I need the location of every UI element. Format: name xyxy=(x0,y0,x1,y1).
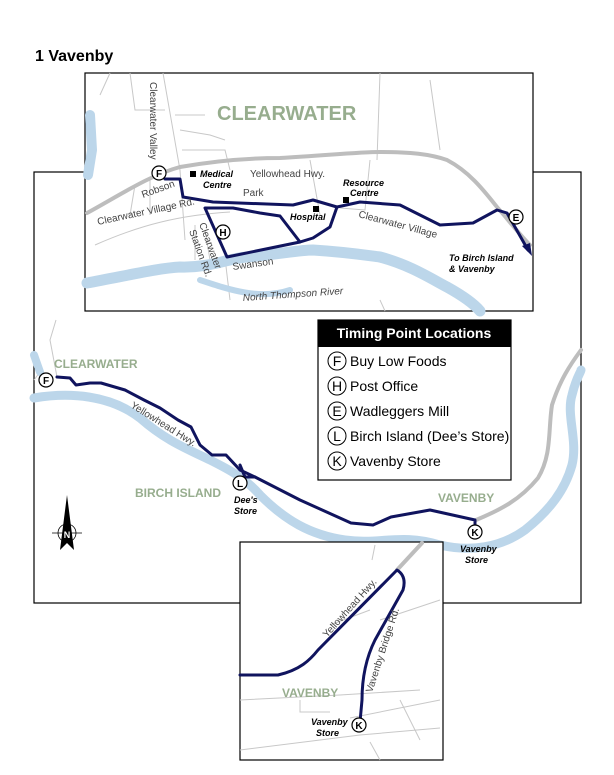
legend-title: Timing Point Locations xyxy=(337,325,492,341)
bus-route-inset xyxy=(163,177,530,252)
legend-item-f: F Buy Low Foods xyxy=(327,351,447,371)
direction-arrow-icon xyxy=(522,243,532,256)
svg-text:E: E xyxy=(513,213,520,224)
stop-label-dees-2: Store xyxy=(234,506,257,516)
stop-label-dees-1: Dee's xyxy=(234,495,258,505)
timing-point-f-main: F xyxy=(38,372,54,388)
svg-text:N: N xyxy=(64,530,71,540)
svg-text:K: K xyxy=(471,528,479,539)
vavenby-inset: VAVENBY Yellowhead Hwy. Vavenby Bridge R… xyxy=(238,541,444,761)
legend-item-k: K Vavenby Store xyxy=(327,451,441,471)
svg-text:F: F xyxy=(43,376,49,387)
stop-label-vavenby-1: Vavenby xyxy=(460,544,498,554)
landmark-medical-1: Medical xyxy=(200,169,234,179)
north-arrow-icon: N xyxy=(52,495,82,550)
street-clearwater-valley: Clearwater Valley xyxy=(147,82,158,160)
bus-route-main xyxy=(55,375,477,534)
svg-text:K: K xyxy=(355,721,363,732)
svg-text:L: L xyxy=(237,479,243,490)
svg-text:Wadleggers Mill: Wadleggers Mill xyxy=(350,403,449,419)
timing-point-k-main: K xyxy=(467,524,483,540)
town-label-vavenby: VAVENBY xyxy=(438,491,494,505)
svg-text:F: F xyxy=(333,353,342,369)
stop-label-vavenby-inset-1: Vavenby xyxy=(311,717,349,727)
town-label-birch-island: BIRCH ISLAND xyxy=(135,486,221,500)
svg-text:Buy Low Foods: Buy Low Foods xyxy=(350,353,447,369)
north-thompson-river xyxy=(29,365,586,553)
stop-label-vavenby-inset-2: Store xyxy=(316,728,339,738)
legend-item-h: H Post Office xyxy=(327,376,418,396)
clearwater-village-rd xyxy=(94,211,231,246)
landmark-resource-2: Centre xyxy=(350,188,379,198)
street-yellowhead: Yellowhead Hwy. xyxy=(250,169,325,180)
bus-route-loop xyxy=(238,463,257,479)
medical-centre-marker xyxy=(190,171,196,177)
river-west xyxy=(83,110,97,180)
timing-point-k-inset: K xyxy=(351,717,367,733)
svg-text:K: K xyxy=(332,453,342,469)
street-park: Park xyxy=(243,188,265,199)
clearwater-inset: CLEARWATER Clearwater Valley Yellowhead … xyxy=(81,72,534,317)
stop-label-vavenby-2: Store xyxy=(465,555,488,565)
svg-text:F: F xyxy=(156,169,162,180)
town-label-clearwater-inset: CLEARWATER xyxy=(217,103,357,125)
resource-centre-marker xyxy=(343,197,349,203)
direction-label-2: & Vavenby xyxy=(449,264,496,274)
landmark-resource-1: Resource xyxy=(343,178,384,188)
highway-east xyxy=(474,348,583,522)
vavenby-inset-frame xyxy=(239,541,444,761)
svg-text:L: L xyxy=(333,428,341,444)
svg-text:Vavenby Store: Vavenby Store xyxy=(350,453,441,469)
svg-text:H: H xyxy=(219,228,226,239)
legend-item-l: L Birch Island (Dee’s Store) xyxy=(327,426,509,446)
bus-route-vavenby xyxy=(238,568,406,724)
direction-label-1: To Birch Island xyxy=(449,253,514,263)
landmark-medical-2: Centre xyxy=(203,180,232,190)
yellowhead-hwy xyxy=(85,149,532,247)
river-channel xyxy=(197,277,293,298)
timing-point-e: E xyxy=(508,209,524,225)
timing-point-f-inset: F xyxy=(151,165,167,181)
highway-north xyxy=(395,541,424,572)
north-thompson-river-inset xyxy=(81,244,486,317)
timing-point-l: L xyxy=(232,475,248,491)
svg-text:Birch Island (Dee’s Store): Birch Island (Dee’s Store) xyxy=(350,428,509,444)
svg-text:E: E xyxy=(332,403,341,419)
hospital-marker xyxy=(313,206,319,212)
legend-item-e: E Wadleggers Mill xyxy=(327,401,449,421)
timing-point-h: H xyxy=(215,224,231,240)
river-branch xyxy=(30,351,44,376)
town-label-vavenby-inset: VAVENBY xyxy=(282,686,338,700)
page-title: 1 Vavenby xyxy=(35,48,114,65)
landmark-hospital: Hospital xyxy=(290,212,326,222)
town-label-clearwater: CLEARWATER xyxy=(54,357,138,371)
svg-text:Post Office: Post Office xyxy=(350,378,418,394)
street-grid xyxy=(99,72,441,312)
svg-text:H: H xyxy=(332,378,342,394)
